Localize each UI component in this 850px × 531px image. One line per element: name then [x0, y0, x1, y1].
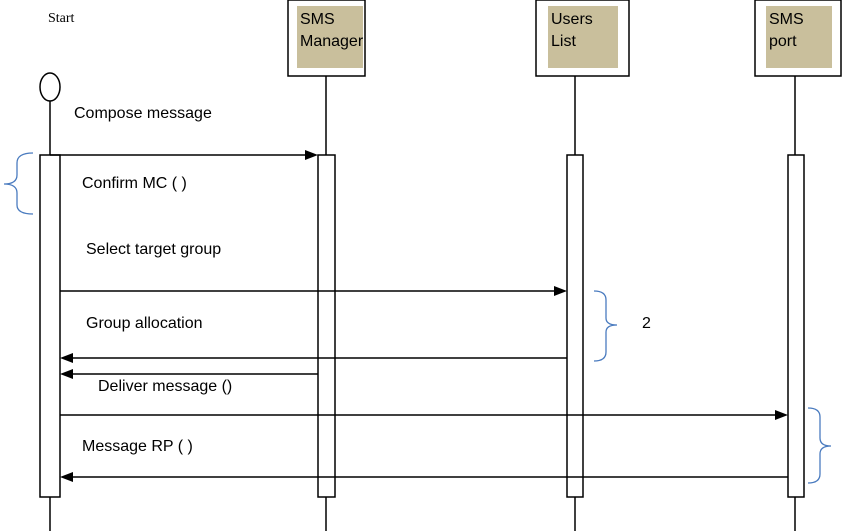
message-compose: Compose message: [74, 105, 212, 122]
participant-users-list-line1: Users: [551, 11, 593, 28]
participant-sms-port: SMS port: [754, 0, 842, 77]
activation-sms-port: [787, 154, 805, 498]
message-rp: Message RP ( ): [82, 438, 193, 455]
arrowhead-deliver: [775, 410, 788, 420]
brace-left: [3, 152, 34, 215]
participant-sms-port-line2: port: [769, 33, 797, 50]
activation-actor: [39, 154, 61, 498]
message-deliver: Deliver message (): [98, 378, 232, 395]
activation-sms-manager: [317, 154, 336, 498]
message-group-allocation: Group allocation: [86, 315, 203, 332]
arrowhead-deliver-return: [60, 369, 73, 379]
annotation-number: 2: [642, 315, 651, 332]
message-confirm-mc: Confirm MC ( ): [82, 175, 187, 192]
participant-users-list: Users List: [535, 0, 630, 77]
participant-sms-manager-line2: Manager: [300, 33, 364, 50]
start-label: Start: [48, 11, 75, 26]
arrowhead-compose: [305, 150, 318, 160]
arrowhead-select-target: [554, 286, 567, 296]
participant-users-list-line2: List: [551, 33, 576, 50]
brace-users-list: [593, 290, 618, 362]
participant-sms-port-line1: SMS: [769, 11, 804, 28]
brace-sms-port: [807, 407, 832, 484]
arrowhead-group-allocation-return: [60, 353, 73, 363]
message-select-target-group: Select target group: [86, 241, 221, 258]
participant-sms-manager-line1: SMS: [300, 11, 335, 28]
start-node: [39, 72, 61, 102]
activation-users-list: [566, 154, 584, 498]
arrowhead-message-rp-return: [60, 472, 73, 482]
participant-sms-manager: SMS Manager: [287, 0, 366, 77]
